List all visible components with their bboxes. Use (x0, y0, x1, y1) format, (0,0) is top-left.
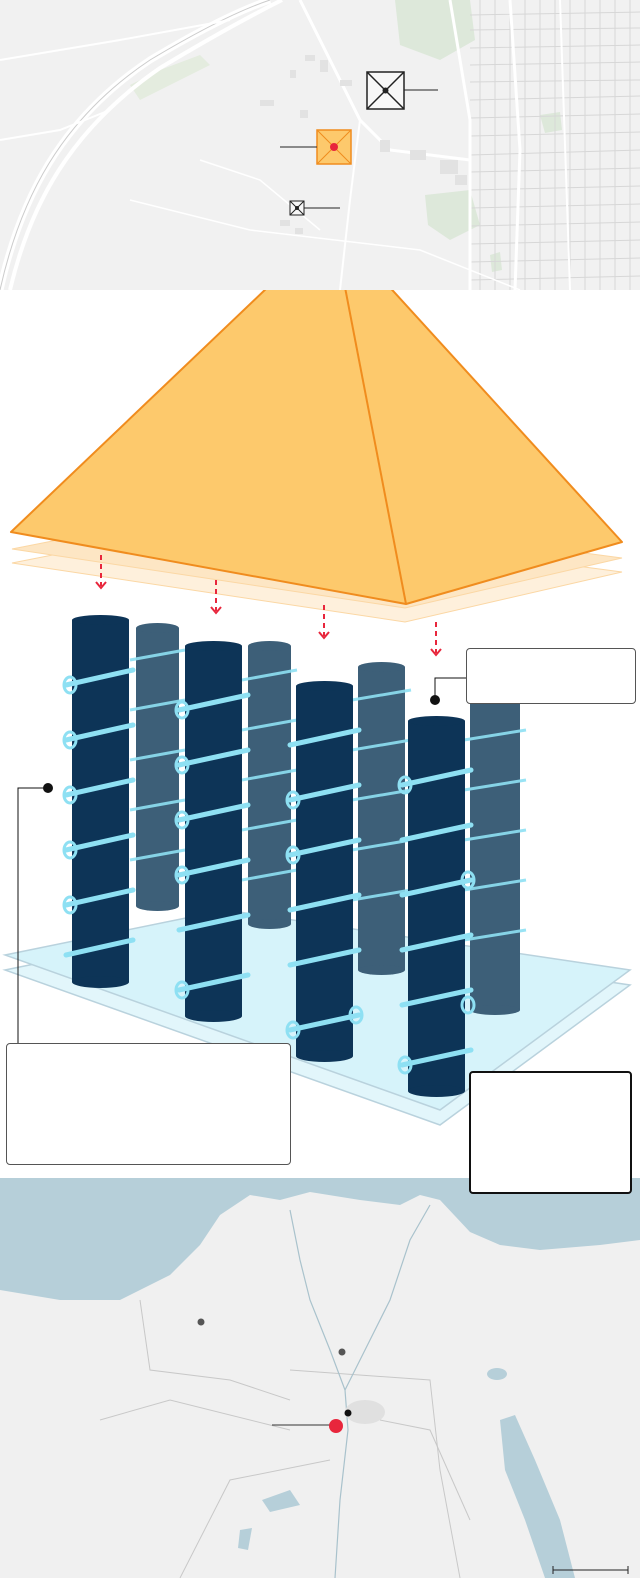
column (296, 681, 353, 1062)
buildings (260, 55, 467, 234)
coil-rings (62, 675, 476, 1075)
highlighted-location[interactable] (272, 1419, 343, 1433)
lake (262, 1490, 300, 1512)
green-area (490, 252, 502, 272)
spiral-coils-front (63, 667, 474, 1068)
pyramid-edge (344, 290, 407, 605)
column (358, 662, 405, 975)
bottom-locator-map (0, 1178, 640, 1578)
roads (0, 0, 571, 290)
spiral-coils-back (129, 648, 527, 942)
green-area (540, 112, 562, 133)
top-locator-map (0, 0, 640, 290)
large-pyramid-marker[interactable] (366, 71, 438, 110)
small-pyramid-marker[interactable] (289, 200, 340, 216)
bottom-map-svg (0, 1178, 640, 1578)
callout-left (6, 1043, 291, 1165)
city-grid (469, 0, 640, 290)
callout-right-top (466, 648, 636, 704)
lake (238, 1528, 252, 1550)
green-area (395, 0, 475, 60)
mediterranean-sea (0, 1178, 640, 1300)
column (136, 623, 179, 911)
gulf (500, 1415, 575, 1578)
callout-connectors (17, 677, 466, 1043)
down-arrows (95, 555, 442, 657)
location-dot-cairo[interactable] (344, 1409, 352, 1417)
lake (487, 1368, 507, 1380)
location-dot-west[interactable] (197, 1318, 205, 1326)
green-area (130, 55, 210, 100)
column (248, 641, 291, 929)
columns-front-row (62, 615, 476, 1097)
nile-river (289, 1204, 431, 1578)
top-map-svg (0, 0, 640, 290)
scale-bar (552, 1566, 629, 1574)
column (470, 695, 520, 1015)
highlighted-pyramid-marker[interactable] (280, 129, 352, 165)
callout-right-bottom (469, 1071, 632, 1194)
green-area (425, 190, 480, 240)
urban-area (345, 1400, 385, 1424)
pyramid (10, 290, 623, 605)
columns-back-row (129, 623, 527, 1015)
location-dot-delta[interactable] (338, 1348, 346, 1356)
borders (99, 1299, 471, 1578)
